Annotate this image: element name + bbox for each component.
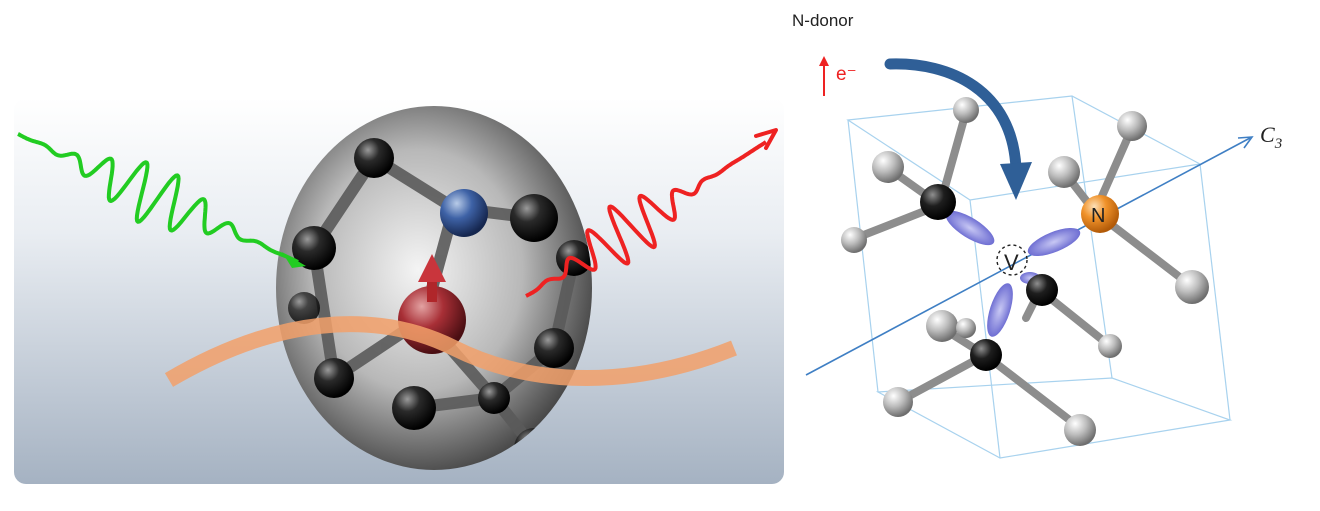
c3-axis-arrow-head — [1237, 136, 1254, 149]
nv-center-diagram: N-donor e⁻ C3 — [790, 0, 1320, 506]
lattice-sphere — [276, 106, 592, 470]
spin-up-arrow — [418, 254, 446, 302]
nv-optical-scene-drawing — [14, 98, 784, 484]
n-donor-label: N-donor — [792, 11, 854, 30]
nitrogen-atom-blue — [440, 189, 488, 237]
electron-transfer-arrow — [884, 58, 1032, 200]
nv-optical-scene — [14, 98, 784, 484]
carbon-atoms-grey — [841, 97, 1209, 446]
excitation-wave — [17, 132, 306, 268]
vacancy-site: V — [996, 244, 1028, 276]
nitrogen-atom-label: N — [1091, 205, 1105, 227]
electron-label: e⁻ — [836, 64, 857, 85]
vacancy-label: V — [1004, 250, 1019, 275]
orbital-lobes — [945, 210, 1081, 337]
excitation-arrow-head — [282, 252, 306, 268]
nitrogen-atom: N — [1081, 195, 1119, 233]
electron-up-arrow — [819, 56, 829, 96]
emission-wave — [525, 128, 778, 298]
microwave-band — [164, 316, 737, 387]
lattice-bonds — [852, 108, 1194, 432]
emission-arrow-head — [754, 128, 778, 150]
c3-axis-label: C3 — [1260, 122, 1282, 152]
nv-center-diagram-drawing: N-donor e⁻ C3 — [792, 11, 1282, 459]
c3-axis — [805, 137, 1251, 376]
carbon-atoms-dark — [920, 184, 1058, 371]
